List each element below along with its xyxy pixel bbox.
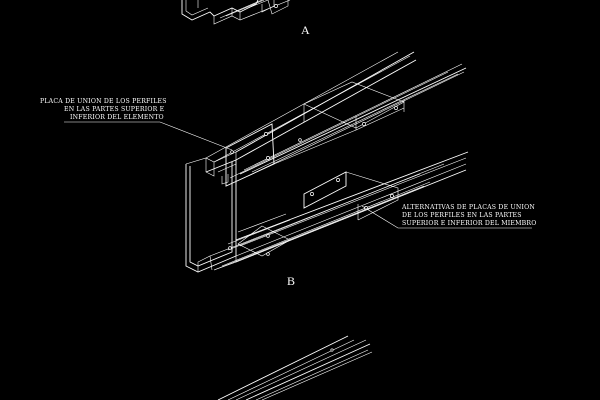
detail-b-assembly: [64, 51, 532, 273]
note-top-line-1: PLACA DE UNION DE LOS PERFILES: [40, 98, 167, 105]
note-right-line-3: SUPERIOR E INFERIOR DEL MIEMBRO: [402, 220, 537, 227]
bottom-partial-profile: [217, 335, 373, 400]
detail-a-section: [181, 0, 291, 25]
label-b: B: [287, 274, 295, 288]
note-top-line-2: EN LAS PARTES SUPERIOR E: [64, 106, 165, 113]
note-right-line-2: DE LOS PERFILES EN LAS PARTES: [402, 212, 522, 219]
note-right-line-1: ALTERNATIVAS DE PLACAS DE UNION: [401, 204, 535, 211]
label-a: A: [301, 23, 310, 37]
note-top-line-3: INFERIOR DEL ELEMENTO: [70, 114, 164, 121]
